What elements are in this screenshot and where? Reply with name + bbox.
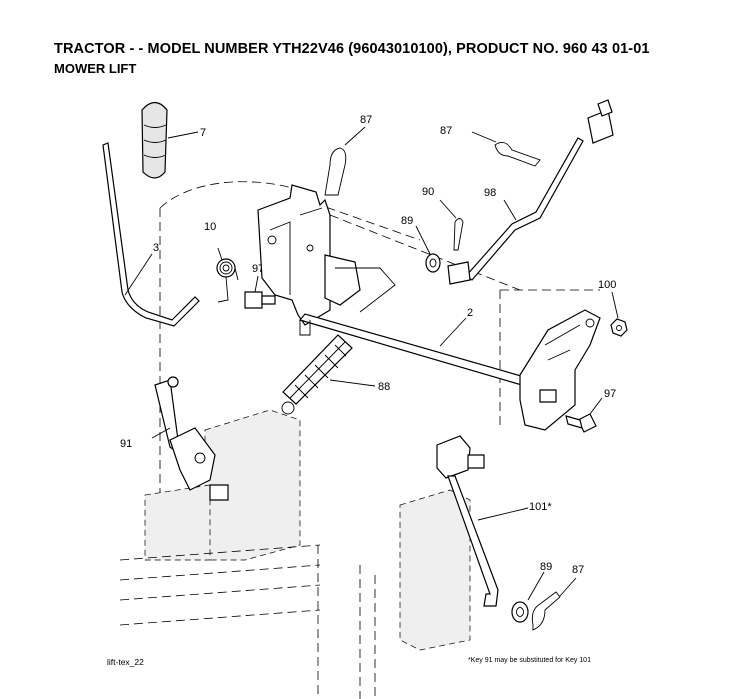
part-97-bolt-left: 97 xyxy=(244,263,276,309)
callout-90: 90 xyxy=(422,186,434,198)
part-100-nut: 100 xyxy=(598,279,628,337)
part-3-lift-handle: 3 xyxy=(102,142,200,327)
background-frame xyxy=(119,181,600,699)
lift-arm-right xyxy=(519,309,601,431)
callout-2: 2 xyxy=(467,307,473,319)
callout-3: 3 xyxy=(153,242,159,254)
part-98-lift-link: 98 xyxy=(447,99,614,285)
part-89-washer-bottom: 89 xyxy=(511,561,552,623)
callout-91: 91 xyxy=(120,438,132,450)
callout-87-right: 87 xyxy=(440,125,452,137)
footnote: *Key 91 may be substituted for Key 101 xyxy=(468,657,591,664)
part-87-hairpin-right: 87 xyxy=(440,125,541,167)
part-10-spring: 10 xyxy=(204,221,239,303)
callout-87-bottom: 87 xyxy=(572,564,584,576)
part-101-adjustable-link: 101* xyxy=(436,435,552,607)
diagram-id: lift-tex_22 xyxy=(107,657,144,667)
part-89-washer-top: 89 xyxy=(401,215,441,273)
section-subtitle: MOWER LIFT xyxy=(54,61,137,76)
callout-7: 7 xyxy=(200,127,206,139)
part-87-hairpin-bottom: 87 xyxy=(531,564,584,631)
part-97-bolt-right: 97 xyxy=(565,388,616,433)
callout-101: 101* xyxy=(529,501,552,513)
part-90-cotter-pin: 90 xyxy=(422,186,464,251)
callout-10: 10 xyxy=(204,221,216,233)
callout-88: 88 xyxy=(378,381,390,393)
part-88-lift-spring: 88 xyxy=(281,334,390,415)
lift-bracket xyxy=(257,184,396,326)
callout-87-top: 87 xyxy=(360,114,372,126)
part-87-hairpin-top: 87 xyxy=(324,114,372,196)
part-91-lift-link: 91 xyxy=(120,376,229,501)
callout-89-bottom: 89 xyxy=(540,561,552,573)
callout-98: 98 xyxy=(484,187,496,199)
page-title: TRACTOR - - MODEL NUMBER YTH22V46 (96043… xyxy=(54,41,650,57)
callout-89-top: 89 xyxy=(401,215,413,227)
callout-97-right: 97 xyxy=(604,388,616,400)
callout-100: 100 xyxy=(598,279,616,291)
part-7-handle-grip: 7 xyxy=(141,101,206,179)
